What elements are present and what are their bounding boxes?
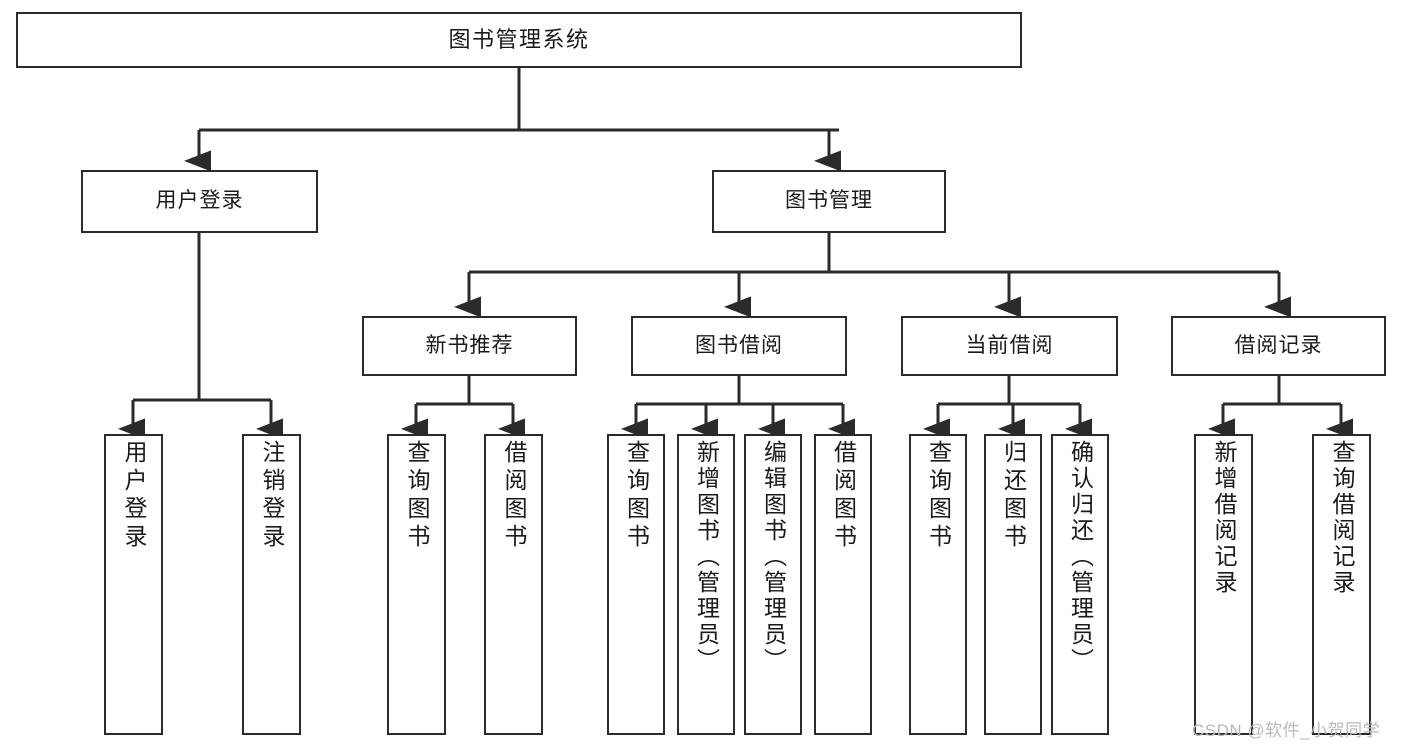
node-label: 借阅记录 xyxy=(1234,333,1323,357)
node-label: 图书管理系统 xyxy=(448,27,590,53)
leaf-record-query-record[interactable]: 查询借阅记录 xyxy=(1312,434,1371,735)
node-label: 新增图书（管理员） xyxy=(693,440,720,674)
node-label: 确认归还（管理员） xyxy=(1067,440,1094,674)
leaf-recommend-query-book[interactable]: 查询图书 xyxy=(387,434,446,735)
node-label: 注销登录 xyxy=(259,440,285,552)
leaf-recommend-borrow-book[interactable]: 借阅图书 xyxy=(484,434,543,735)
node-borrow-record[interactable]: 借阅记录 xyxy=(1171,316,1386,376)
leaf-current-return-book[interactable]: 归还图书 xyxy=(984,434,1042,735)
node-label: 借阅图书 xyxy=(501,440,527,552)
node-label: 用户登录 xyxy=(155,189,244,213)
leaf-user-login-signout[interactable]: 注销登录 xyxy=(242,434,301,735)
node-label: 图书借阅 xyxy=(695,333,783,357)
node-label: 查询借阅记录 xyxy=(1329,440,1355,596)
node-label: 新书推荐 xyxy=(425,333,514,357)
csdn-watermark: CSDN @软件_小贺同学 xyxy=(1192,721,1381,740)
node-label: 归还图书 xyxy=(1000,440,1027,552)
node-root-system[interactable]: 图书管理系统 xyxy=(16,12,1022,68)
node-label: 编辑图书（管理员） xyxy=(760,440,787,674)
node-label: 新增借阅记录 xyxy=(1211,440,1237,596)
node-label: 当前借阅 xyxy=(965,333,1054,357)
leaf-borrow-add-book-admin[interactable]: 新增图书（管理员） xyxy=(677,434,735,735)
leaf-borrow-borrow-book[interactable]: 借阅图书 xyxy=(814,434,872,735)
leaf-current-query-book[interactable]: 查询图书 xyxy=(909,434,967,735)
node-label: 查询图书 xyxy=(623,440,650,552)
node-current-borrow[interactable]: 当前借阅 xyxy=(901,316,1118,376)
node-label: 查询图书 xyxy=(925,440,952,552)
leaf-user-login-signin[interactable]: 用户登录 xyxy=(104,434,163,735)
node-label: 用户登录 xyxy=(121,440,147,552)
node-book-management[interactable]: 图书管理 xyxy=(712,170,946,233)
node-label: 查询图书 xyxy=(404,440,430,552)
node-new-book-recommend[interactable]: 新书推荐 xyxy=(362,316,577,376)
node-label: 图书管理 xyxy=(785,189,873,213)
leaf-current-confirm-return-admin[interactable]: 确认归还（管理员） xyxy=(1051,434,1109,735)
node-book-borrow[interactable]: 图书借阅 xyxy=(631,316,847,376)
node-label: 借阅图书 xyxy=(830,440,857,552)
leaf-borrow-edit-book-admin[interactable]: 编辑图书（管理员） xyxy=(744,434,802,735)
leaf-borrow-query-book[interactable]: 查询图书 xyxy=(607,434,665,735)
node-user-login[interactable]: 用户登录 xyxy=(81,170,318,233)
leaf-record-add-record[interactable]: 新增借阅记录 xyxy=(1194,434,1253,735)
